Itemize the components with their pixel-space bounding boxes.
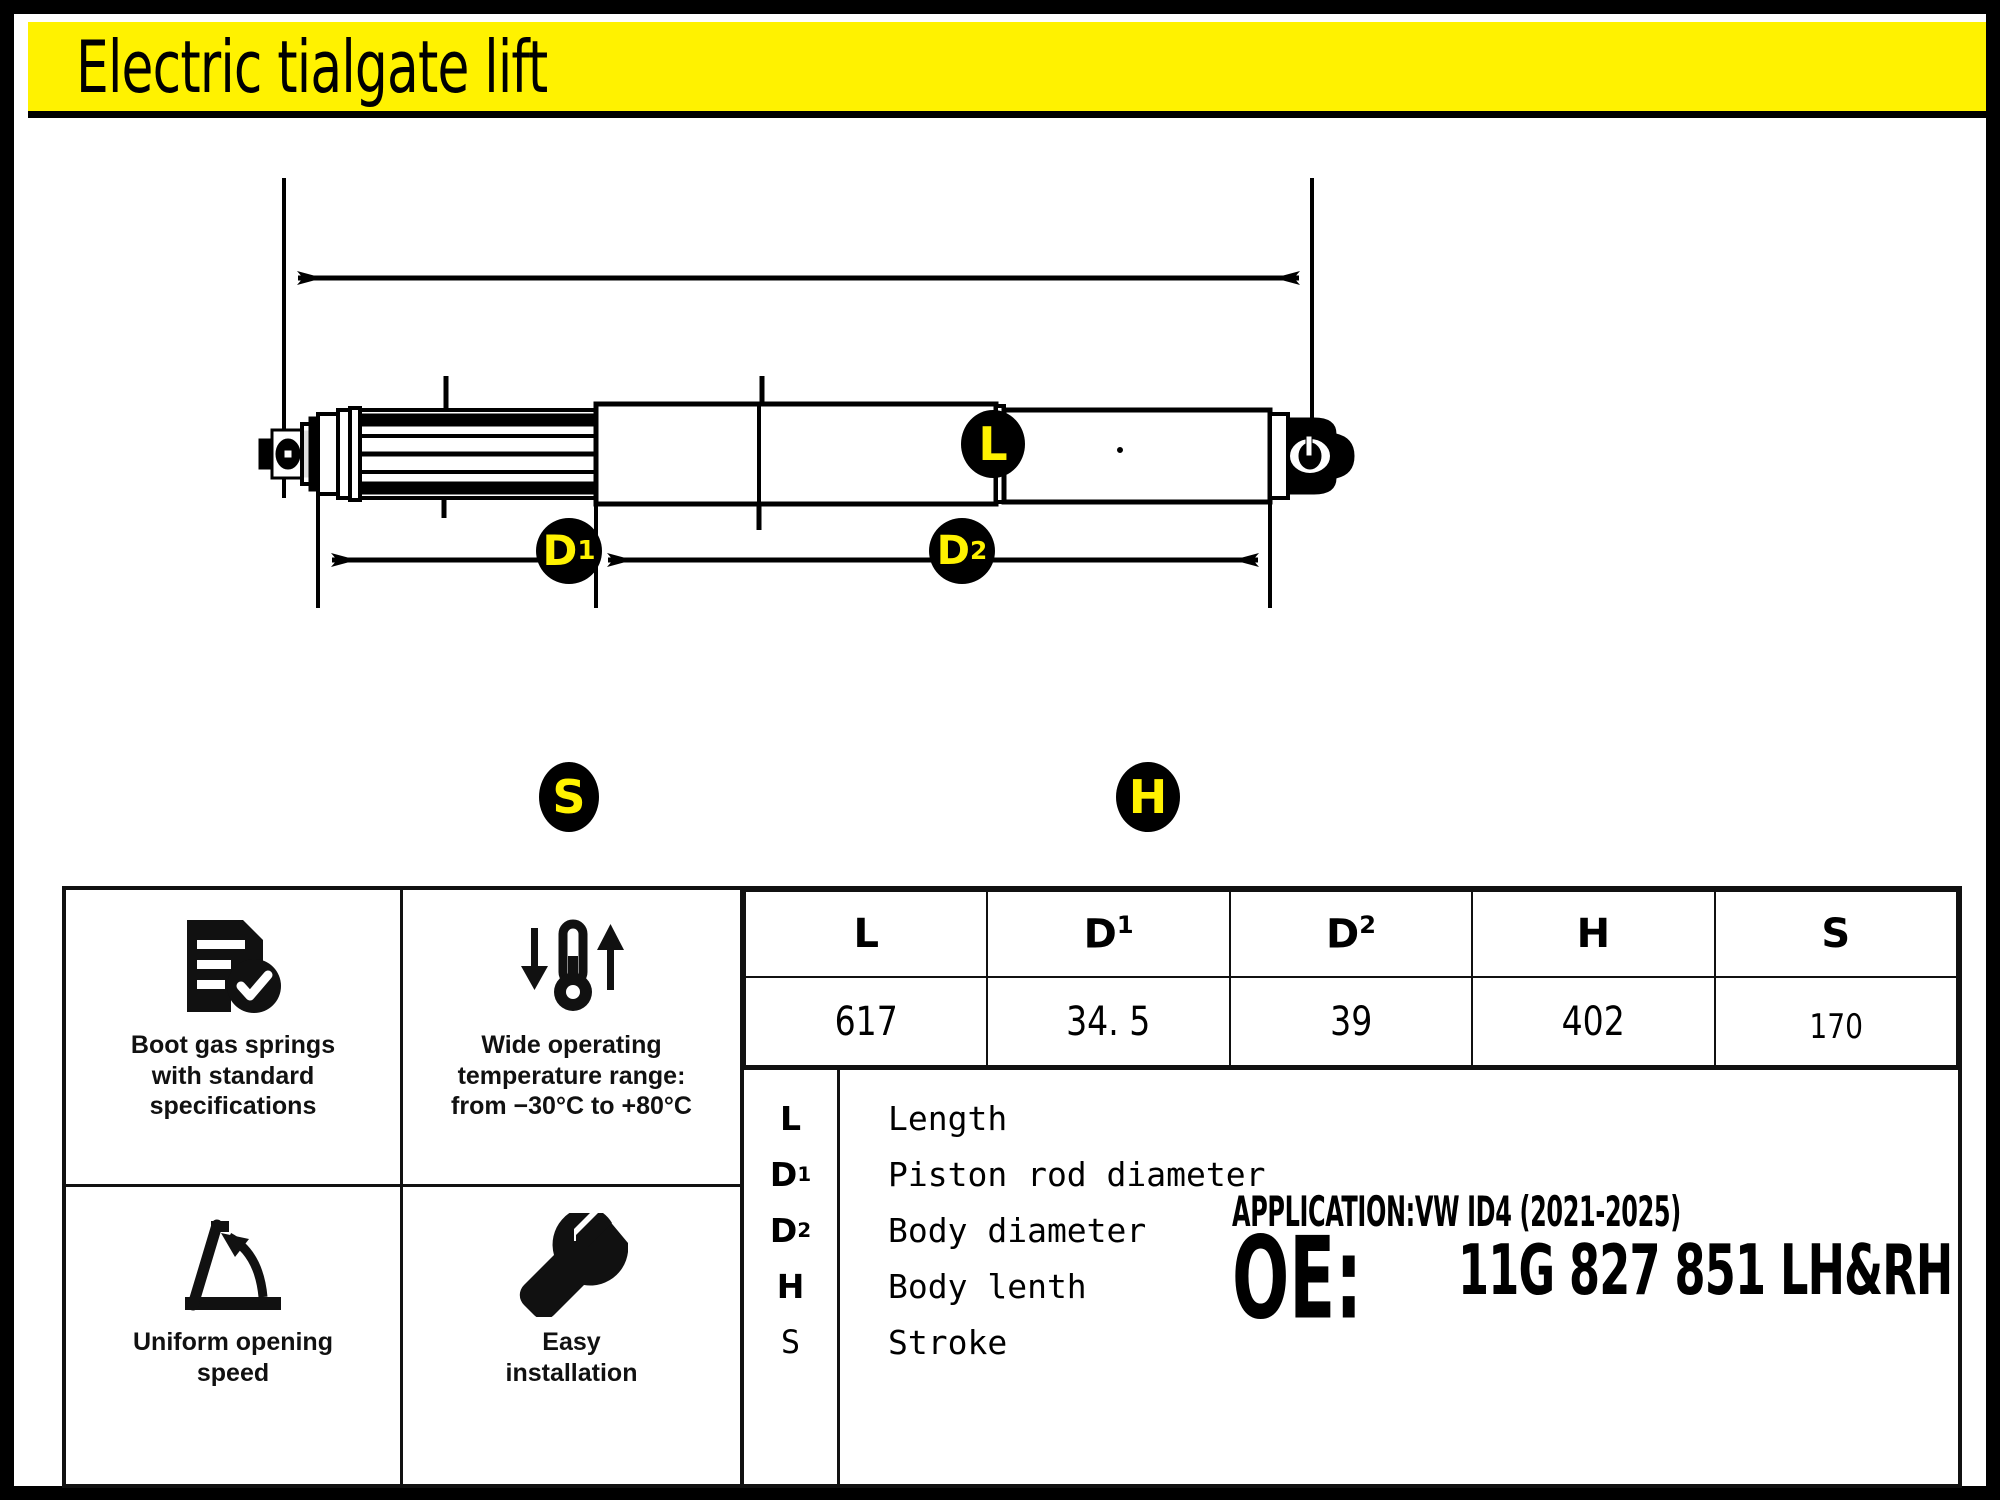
wrench-icon xyxy=(516,1213,628,1317)
oe-number: 11G 827 851 LH&RH xyxy=(1458,1229,1953,1312)
spec-header-d1-sup: 1 xyxy=(1116,910,1134,939)
spec-header-l: L xyxy=(743,890,989,978)
spec-value-d1: 34. 5 xyxy=(996,976,1222,1067)
lower-info-panel: Boot gas springs with standard specifica… xyxy=(62,886,1962,1488)
dimension-badge-h: H xyxy=(1116,762,1180,832)
spec-header-l-text: L xyxy=(853,911,879,957)
spec-header-d2-sup: 2 xyxy=(1359,910,1376,939)
legend-key-d2-text: D xyxy=(769,1210,798,1250)
spec-header-s-text: S xyxy=(1821,911,1851,957)
right-end-fitting xyxy=(1268,412,1355,500)
spec-header-d2: D2 xyxy=(1228,890,1474,978)
legend-key-s-text: S xyxy=(780,1323,801,1361)
legend-key-h-text: H xyxy=(776,1266,805,1306)
left-end-fitting xyxy=(258,416,326,492)
application-text: APPLICATION:VW ID4 (2021-2025) xyxy=(1232,1188,1681,1237)
feature-label-uniform-opening-speed: Uniform opening speed xyxy=(133,1328,333,1387)
witness-lines xyxy=(282,178,1314,608)
feature-grid: Boot gas springs with standard specifica… xyxy=(66,890,744,1484)
legend-def-piston-rod-diameter: Piston rod diameter xyxy=(888,1154,1266,1194)
dimension-badge-s: S xyxy=(539,762,599,832)
feature-cell-boot-gas-springs: Boot gas springs with standard specifica… xyxy=(66,890,403,1187)
spec-value-row: 617 34. 5 39 402 170 xyxy=(745,976,1957,1067)
spec-header-d1-text: D xyxy=(1083,911,1117,958)
spec-header-d1: D1 xyxy=(986,890,1231,978)
spec-value-d2: 39 xyxy=(1238,976,1464,1067)
legend-key-s: S xyxy=(744,1314,837,1370)
feature-label-easy-installation: Easy installation xyxy=(505,1328,638,1387)
feature-label-boot-gas-springs: Boot gas springs with standard specifica… xyxy=(130,1031,336,1120)
spec-value-h: 402 xyxy=(1480,976,1706,1067)
title-banner: Electric tialgate lift xyxy=(28,22,1986,118)
dimension-badge-d2-letter: D xyxy=(936,528,970,574)
document-check-icon xyxy=(177,916,289,1020)
feature-label-temperature-range: Wide operating temperature range: from −… xyxy=(451,1031,692,1120)
spec-header-h: H xyxy=(1471,890,1716,978)
spec-header-s: S xyxy=(1713,890,1959,978)
legend-key-l: L xyxy=(744,1090,837,1146)
legend-def-body-length: Body lenth xyxy=(888,1266,1087,1306)
dimension-badge-s-text: S xyxy=(552,770,586,824)
legend-def-length: Length xyxy=(888,1098,1008,1138)
spec-header-d2-text: D xyxy=(1326,911,1360,958)
drawing-svg xyxy=(258,178,1355,608)
feature-cell-temperature-range: Wide operating temperature range: from −… xyxy=(403,890,740,1187)
page-title: Electric tialgate lift xyxy=(76,24,548,109)
legend-def-stroke: Stroke xyxy=(888,1322,1008,1362)
rod-guide-collar xyxy=(316,406,362,502)
legend-definition-column: Length Piston rod diameter Body diameter… xyxy=(840,1070,1958,1484)
opening-angle-icon xyxy=(177,1213,289,1317)
thermometer-range-icon xyxy=(513,916,631,1020)
dimension-badge-L: L xyxy=(961,410,1025,478)
legend-key-l-text: L xyxy=(779,1098,802,1138)
cylinder-body xyxy=(593,401,1273,507)
legend-key-d1-text: D xyxy=(769,1154,798,1194)
feature-cell-easy-installation: Easy installation xyxy=(403,1187,740,1484)
legend-def-body-diameter: Body diameter xyxy=(888,1210,1147,1250)
dimension-badge-h-text: H xyxy=(1128,770,1168,824)
dimension-badge-L-text: L xyxy=(978,417,1008,471)
legend-key-h: H xyxy=(744,1258,837,1314)
legend-key-d1-sup: 1 xyxy=(797,1162,812,1186)
oe-label: OE: xyxy=(1232,1212,1363,1345)
legend-key-d2-sup: 2 xyxy=(797,1218,812,1242)
piston-rod-section xyxy=(358,408,598,500)
spec-value-l: 617 xyxy=(753,976,979,1067)
gas-spring-illustration xyxy=(258,401,1355,507)
spec-value-s: 170 xyxy=(1723,976,1949,1067)
dimension-badge-d1-sup: 1 xyxy=(577,535,596,566)
dimension-badge-d2-sup: 2 xyxy=(969,535,988,565)
feature-cell-uniform-opening-speed: Uniform opening speed xyxy=(66,1187,403,1484)
dimension-badge-d1-letter: D xyxy=(542,526,578,575)
spec-header-row: L D1 D2 H S xyxy=(743,890,1959,978)
specification-table: L D1 D2 H S 617 34. 5 39 402 170 xyxy=(743,890,1959,1067)
spec-header-h-text: H xyxy=(1576,911,1611,957)
